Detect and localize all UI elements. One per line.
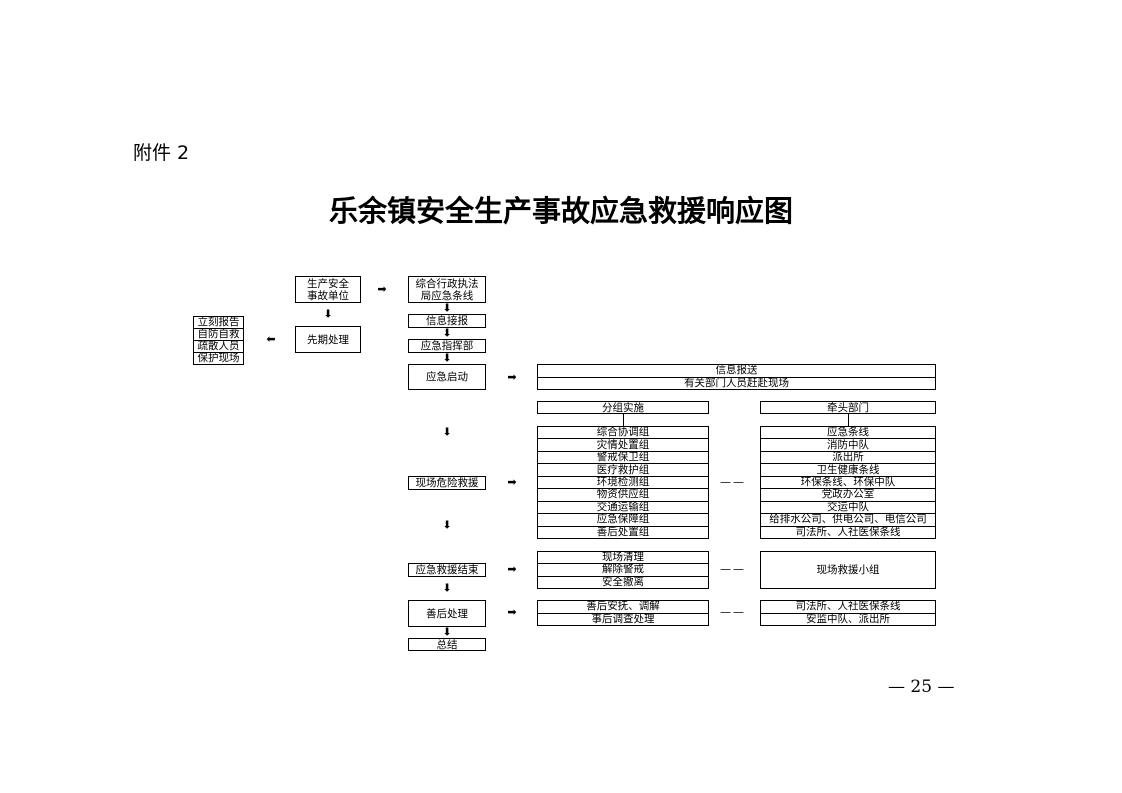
list-item: 物资供应组 [538,489,708,502]
groups-list: 综合协调组 灾情处置组 警戒保卫组 医疗救护组 环境检测组 物资供应组 交通运输… [537,426,709,539]
list-item: 交通运输组 [538,501,708,515]
list-item: 给排水公司、供电公司、电信公司 [761,514,935,527]
arrow-right-icon: ➡ [377,282,387,296]
arrow-down-icon: ⬇ [442,518,452,532]
separator: —— [720,562,746,576]
list-item: 卫生健康条线 [761,464,935,477]
end-dept-box: 现场救援小组 [760,551,936,589]
list-item: 善后安抚、调解 [538,601,708,614]
departments-list: 应急条线 消防中队 派出所 卫生健康条线 环保条线、环保中队 党政办公室 交运中… [760,426,936,539]
arrow-down-icon: ⬇ [442,425,452,439]
group-header: 分组实施 [537,401,709,414]
aftermath-box: 善后处理 [408,600,486,627]
list-item: 疏散人员 [194,341,243,353]
emergency-start-box: 应急启动 [408,364,486,390]
list-item: 警戒保卫组 [538,451,708,465]
law-enforcement-box: 综合行政执法 局应急条线 [408,276,486,303]
attachment-label: 附件 2 [133,142,190,164]
list-item: 环境检测组 [538,476,708,490]
arrow-right-icon: ➡ [507,475,517,489]
page-number: — 25 — [888,677,955,697]
aftermath-actions-list: 善后安抚、调解 事后调查处理 [537,600,709,626]
arrow-right-icon: ➡ [507,562,517,576]
list-item: 党政办公室 [761,489,935,502]
list-item: 应急条线 [761,427,935,440]
list-item: 应急保障组 [538,514,708,527]
list-item: 安监中队、派出所 [806,612,890,625]
list-item: 派出所 [761,451,935,465]
list-item: 安全撤离 [602,575,644,588]
self-actions-list: 立刻报告 自防自救 疏散人员 保护现场 [193,316,244,365]
list-item: 交运中队 [761,501,935,515]
list-item: 司法所、人社医保条线 [761,601,935,614]
arrow-right-icon: ➡ [507,370,517,384]
arrow-down-icon: ⬇ [442,301,452,315]
list-item: 消防中队 [761,439,935,452]
list-item: 医疗救护组 [538,464,708,477]
onsite-rescue-box: 现场危险救援 [408,476,486,490]
list-item: 善后处置组 [596,525,650,538]
list-item: 事后调查处理 [591,612,655,625]
rescue-end-box: 应急救援结束 [408,563,486,577]
end-actions-list: 现场清理 解除警戒 安全撤离 [537,551,709,589]
list-item: 灾情处置组 [538,439,708,452]
command-box: 应急指挥部 [408,339,486,353]
initial-handling-box: 先期处理 [295,326,361,353]
list-item: 司法所、人社医保条线 [795,525,901,538]
summary-box: 总结 [408,638,486,651]
connector-line [623,414,624,426]
list-item: 信息报送 [538,365,935,378]
start-actions-list: 信息报送 有关部门人员赶赴现场 [537,364,936,390]
accident-unit-box: 生产安全 事故单位 [295,276,361,303]
arrow-down-icon: ⬇ [323,307,333,321]
aftermath-depts-list: 司法所、人社医保条线 安监中队、派出所 [760,600,936,626]
arrow-right-icon: ➡ [507,605,517,619]
list-item: 立刻报告 [194,317,243,329]
arrow-down-icon: ⬇ [442,326,452,340]
list-item: 保护现场 [197,352,240,364]
info-receive-box: 信息接报 [408,314,486,328]
list-item: 综合协调组 [538,427,708,440]
list-item: 解除警戒 [538,564,708,577]
list-item: 现场清理 [538,552,708,565]
list-item: 自防自救 [194,329,243,341]
arrow-left-icon: ⬅ [266,332,276,346]
page-title: 乐余镇安全生产事故应急救援响应图 [328,194,793,228]
connector-line [848,414,849,426]
list-item: 有关部门人员赶赴现场 [684,376,789,389]
dept-header: 牵头部门 [760,401,936,414]
separator: —— [720,605,746,619]
arrow-down-icon: ⬇ [442,351,452,365]
list-item: 环保条线、环保中队 [761,476,935,490]
arrow-down-icon: ⬇ [442,625,452,639]
arrow-down-icon: ⬇ [442,581,452,595]
separator: —— [720,475,746,489]
